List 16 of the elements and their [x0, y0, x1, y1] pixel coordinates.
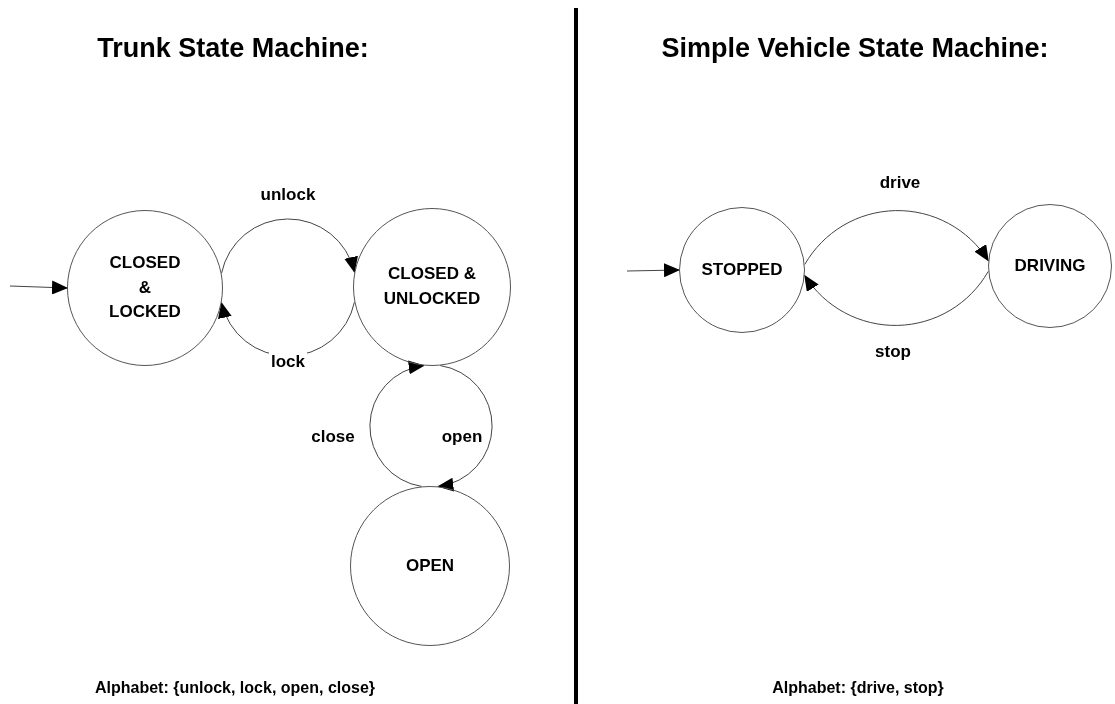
section-title: Simple Vehicle State Machine: — [661, 32, 1049, 64]
state-name: DRIVING — [1014, 254, 1086, 277]
transition-arrow — [437, 365, 493, 491]
state-name: CLOSED & LOCKED — [109, 252, 181, 324]
state-name: OPEN — [405, 554, 455, 577]
transition-arrow — [804, 210, 989, 265]
state-name: CLOSED & UNLOCKED — [383, 263, 481, 310]
alphabet-note: Alphabet: {unlock, lock, open, close} — [94, 679, 376, 697]
section-title: Trunk State Machine: — [97, 32, 369, 64]
transition-arrow — [9, 280, 68, 295]
alphabet-note: Alphabet: {drive, stop} — [772, 679, 944, 697]
transition-arrow — [221, 218, 357, 274]
transition-arrow — [804, 270, 989, 326]
state-name: STOPPED — [701, 258, 783, 281]
transition-arrow — [626, 263, 680, 278]
transition-arrow — [369, 361, 425, 487]
